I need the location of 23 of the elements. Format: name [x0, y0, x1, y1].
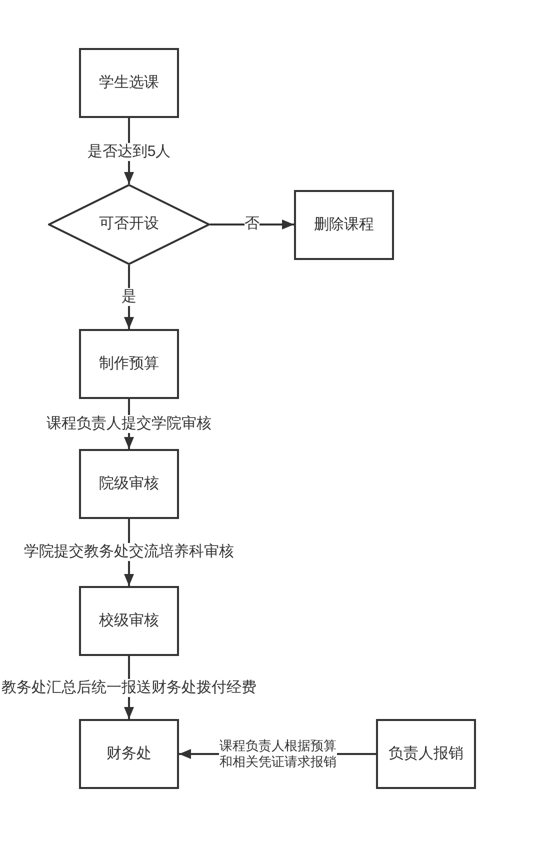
- process-box: [79, 329, 179, 399]
- process-text: 删除课程: [314, 216, 374, 234]
- edge-label: 是否达到5人: [87, 143, 171, 161]
- process-text: 学生选课: [99, 74, 159, 92]
- edge-label: 教务处汇总后统一报送财务处拨付经费: [2, 679, 256, 697]
- edge-label: 是: [122, 288, 136, 306]
- process-text: 制作预算: [99, 354, 159, 374]
- decision-text: 可否开设: [99, 215, 159, 234]
- process-box: [376, 719, 476, 789]
- edge-label: 学院提交教务处交流培养科审核: [24, 543, 234, 561]
- process-box: [79, 449, 179, 519]
- decision-diamond: [48, 184, 210, 265]
- process-box: [79, 48, 179, 118]
- edge-label: 课程负责人提交学院审核: [46, 415, 212, 433]
- process-text: 院级审核: [99, 474, 159, 494]
- process-text: 财务处: [106, 744, 152, 764]
- process-text: 负责人报销: [388, 744, 464, 764]
- process-box: [79, 719, 179, 789]
- process-box: [79, 586, 179, 656]
- edge-label: 课程负责人根据预算和相关凭证请求报销: [219, 738, 337, 770]
- process-text: 校级审核: [99, 612, 159, 630]
- edge-label: 否: [244, 215, 260, 233]
- process-box: [294, 190, 394, 260]
